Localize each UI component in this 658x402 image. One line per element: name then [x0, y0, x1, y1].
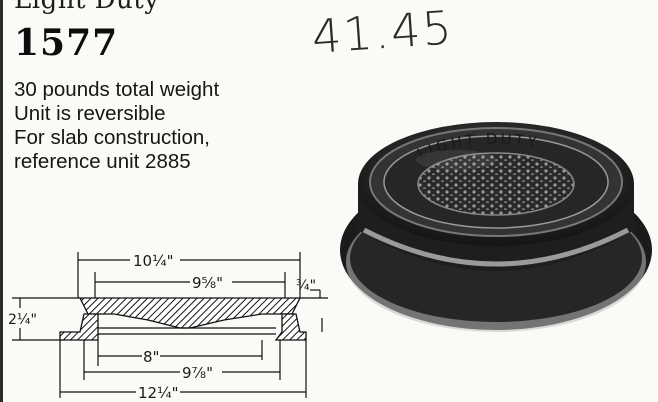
model-number: 1577 — [14, 22, 119, 64]
series-title: Light Duty — [14, 0, 160, 15]
dim-base-width — [59, 340, 307, 398]
dim-base-width-label: 12¼" — [138, 384, 179, 402]
spec-reference: reference unit 2885 — [14, 150, 191, 173]
spec-weight: 30 pounds total weight — [14, 78, 220, 101]
dim-overall-height-label: 2¼" — [8, 312, 37, 328]
dim-cover-width — [94, 272, 286, 298]
spec-reversible: Unit is reversible — [14, 102, 166, 125]
dim-top-width — [77, 252, 301, 298]
dim-flange-inner-label: 9⅞" — [182, 364, 213, 382]
dim-overall-height — [12, 297, 80, 341]
spec-list: 30 pounds total weight Unit is reversibl… — [14, 78, 219, 174]
dim-cover-width-label: 9⅝" — [192, 274, 223, 292]
spec-slab: For slab construction, — [14, 126, 210, 149]
dim-opening-label: 8" — [143, 348, 159, 366]
dim-opening — [97, 340, 263, 366]
dim-flange-inner — [83, 340, 281, 380]
handwritten-price: 41.45 — [310, 0, 456, 64]
cross-section-drawing: 10¼" 9⅝" ¾" 2¼" — [8, 252, 328, 402]
cover-section — [78, 297, 302, 329]
manhole-cover-photo: LIGHT DUTY — [340, 122, 652, 332]
dim-top-width-label: 10¼" — [133, 252, 174, 270]
dim-cover-thickness — [300, 289, 328, 332]
dim-cover-thickness-label: ¾" — [296, 278, 316, 294]
cover-grip-pattern — [417, 152, 575, 216]
page-edge-rule — [0, 0, 3, 402]
